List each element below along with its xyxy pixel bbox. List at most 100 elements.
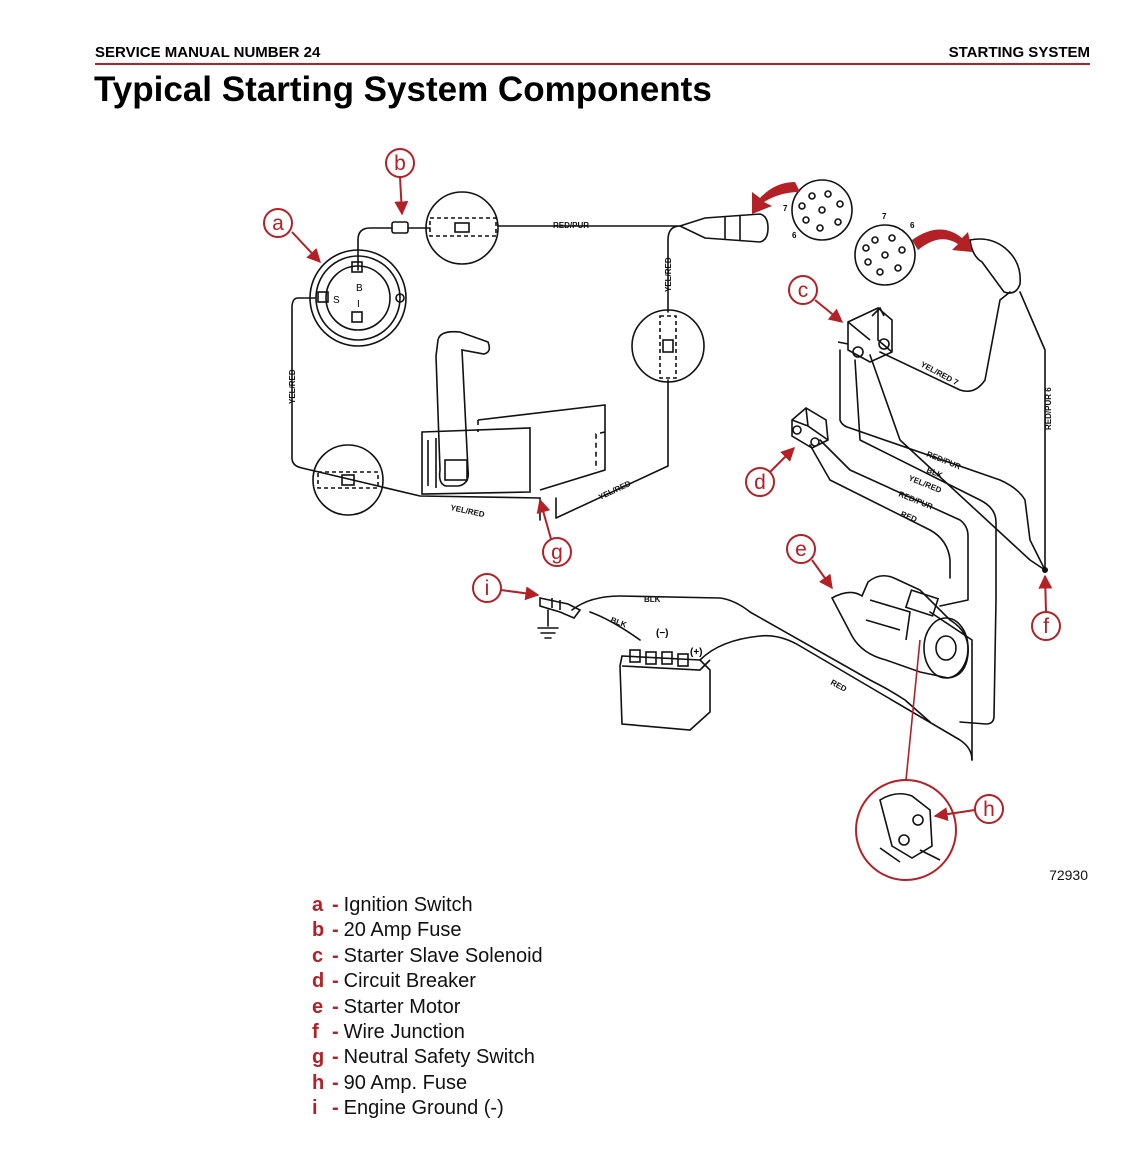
legend-label: Circuit Breaker — [343, 970, 476, 993]
legend-label: Ignition Switch — [343, 894, 473, 916]
label-yel-red-vertical-right: YEL/RED — [664, 257, 673, 292]
ground-symbol — [537, 609, 559, 639]
legend-label: Wire Junction — [343, 1020, 465, 1043]
legend-separator: - — [332, 919, 339, 942]
plug-pin-6-a: 6 — [792, 231, 797, 240]
callout-i: i — [485, 577, 490, 600]
ground-stud — [539, 597, 582, 619]
legend-item: g-Neutral Safety Switch — [312, 1046, 543, 1071]
switch-terminal-i: I — [357, 299, 360, 310]
component-legend: a-Ignition Switch b-20 Amp Fuse c-Starte… — [312, 894, 543, 1123]
wire-yel-red-7 — [879, 291, 1011, 393]
wire-blk-ground — [571, 595, 931, 723]
legend-item: c-Starter Slave Solenoid — [312, 945, 543, 970]
label-yel-red-g: YEL/RED — [597, 479, 632, 502]
legend-label: 90 Amp. Fuse — [343, 1071, 468, 1094]
legend-label: 20 Amp Fuse — [343, 919, 462, 942]
label-blk-battery: BLK — [609, 615, 628, 629]
legend-separator: - — [332, 1020, 339, 1043]
wire-red-starter — [929, 611, 973, 761]
legend-label: Engine Ground (-) — [343, 1097, 504, 1120]
page-header: SERVICE MANUAL NUMBER 24 STARTING SYSTEM — [95, 43, 1090, 65]
label-yel-red-vertical-left: YEL/RED — [288, 369, 297, 404]
legend-key: g — [312, 1046, 325, 1069]
label-blk-ground: BLK — [644, 595, 661, 604]
legend-key: d — [312, 970, 325, 993]
legend-item: b-20 Amp Fuse — [312, 919, 543, 944]
legend-key: h — [312, 1071, 325, 1094]
wire-switch-to-fuse — [357, 227, 393, 271]
legend-key: c — [312, 944, 324, 967]
switch-terminal-s: S — [333, 295, 340, 306]
fuse-90-amp-detail — [855, 639, 957, 881]
wire-red-pur-b — [819, 439, 969, 607]
legend-label: Neutral Safety Switch — [343, 1046, 535, 1069]
wire-yel-red-b — [869, 354, 1046, 571]
starter-motor — [830, 574, 969, 679]
wire-yel-red-left — [291, 297, 541, 499]
legend-label: Starter Motor — [343, 995, 461, 1018]
legend-item: e-Starter Motor — [312, 996, 543, 1021]
legend-item: a-Ignition Switch — [312, 894, 543, 919]
page-title: Typical Starting System Components — [94, 70, 712, 109]
section-name: STARTING SYSTEM — [948, 44, 1090, 61]
battery — [619, 649, 711, 731]
wire-blk-a — [854, 359, 997, 725]
wire-yel-red-right — [555, 379, 669, 519]
mating-arrow-1 — [752, 182, 800, 214]
fuse-20-amp — [391, 191, 499, 265]
legend-separator: - — [332, 1097, 339, 1120]
callout-d: d — [754, 471, 766, 494]
battery-positive-mark: (+) — [690, 647, 703, 658]
legend-key: e — [312, 995, 324, 1018]
starter-slave-solenoid — [837, 306, 893, 363]
legend-item: h-90 Amp. Fuse — [312, 1072, 543, 1097]
battery-negative-mark: (−) — [656, 628, 669, 639]
harness-plug — [677, 179, 1022, 294]
legend-separator: - — [332, 944, 339, 967]
figure-number: 72930 — [1049, 867, 1088, 883]
label-yel-red-bottom: YEL/RED — [450, 503, 486, 519]
callout-circle-g — [542, 537, 572, 567]
callout-circle-e — [786, 534, 816, 564]
remote-control — [421, 330, 606, 495]
legend-label: Starter Slave Solenoid — [343, 944, 543, 967]
plug-pin-7-b: 7 — [882, 212, 887, 221]
legend-separator: - — [332, 1046, 339, 1069]
callout-b: b — [394, 152, 406, 175]
switch-terminal-b: B — [356, 283, 363, 294]
wire-red-pur-a — [839, 349, 1046, 571]
label-red-pur-b: RED/PUR — [897, 490, 934, 512]
callout-circle-d — [745, 467, 775, 497]
label-red-b: RED — [899, 510, 918, 525]
callout-g: g — [551, 541, 563, 564]
legend-item: i-Engine Ground (-) — [312, 1097, 543, 1122]
legend-key: i — [312, 1097, 318, 1120]
callout-e: e — [795, 538, 807, 561]
legend-separator: - — [332, 970, 339, 993]
label-red-pur-6: RED/PUR 6 — [1044, 387, 1053, 430]
legend-item: d-Circuit Breaker — [312, 970, 543, 995]
plug-pin-6-b: 6 — [910, 221, 915, 230]
callout-a: a — [272, 212, 284, 235]
callout-h: h — [983, 798, 995, 821]
circuit-breaker — [791, 407, 829, 449]
wire-red-pur-top — [407, 225, 681, 313]
legend-key: a — [312, 894, 324, 916]
manual-number: SERVICE MANUAL NUMBER 24 — [95, 44, 321, 61]
legend-separator: - — [332, 894, 339, 916]
callout-c: c — [798, 279, 809, 302]
label-red-battery: RED — [829, 678, 848, 694]
yel-red-connector — [312, 444, 384, 516]
neutral-switch-connector — [631, 309, 705, 383]
wire-red-pur-6 — [1019, 291, 1046, 571]
label-red-pur-top: RED/PUR — [553, 221, 589, 230]
callout-circle-h — [974, 794, 1004, 824]
legend-item: f-Wire Junction — [312, 1021, 543, 1046]
wire-red-b — [809, 444, 951, 579]
plug-pin-7-a: 7 — [783, 204, 788, 213]
ignition-switch — [309, 249, 407, 347]
wire-junction-dot — [1042, 567, 1048, 573]
callout-circle-i — [472, 573, 502, 603]
